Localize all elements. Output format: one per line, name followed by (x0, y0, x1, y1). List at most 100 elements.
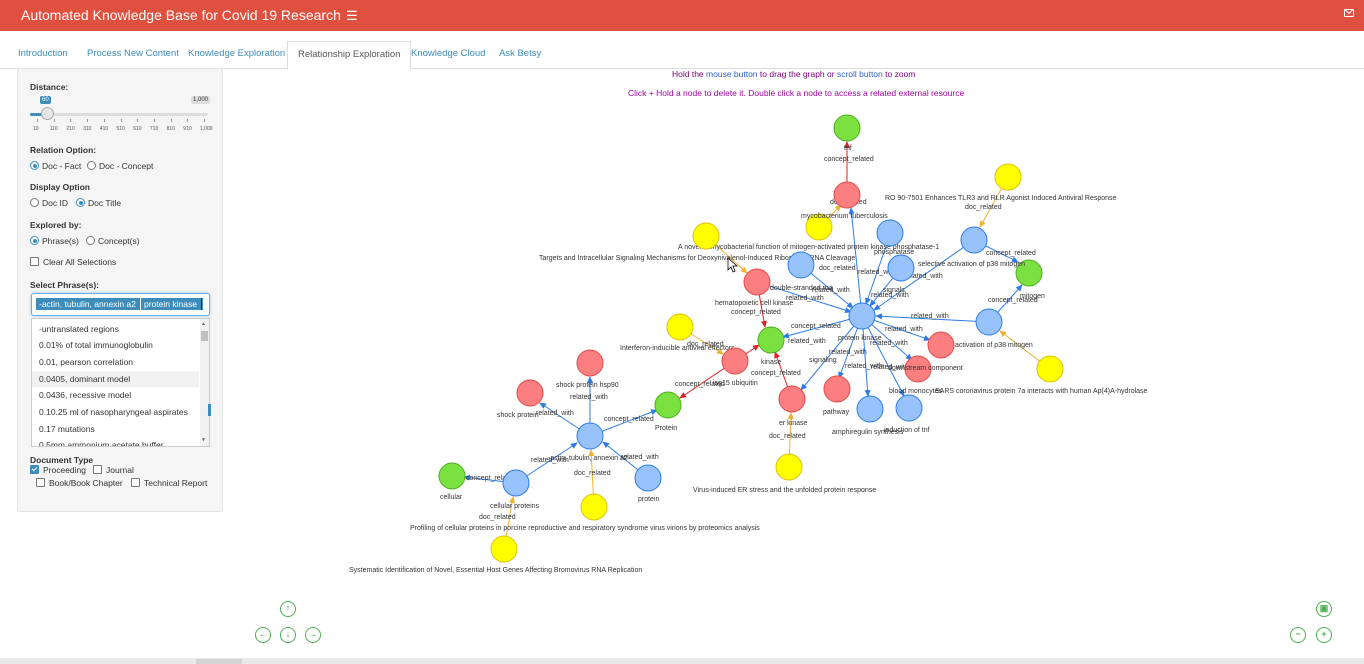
dropdown-option[interactable]: 0.0405, dominant model (32, 371, 199, 387)
dropdown-option[interactable]: 0.01% of total immunoglobulin (39, 340, 153, 350)
graph-nodes[interactable] (438, 114, 1064, 563)
graph-node[interactable] (975, 308, 1003, 336)
graph-node[interactable] (502, 469, 530, 497)
tab-relationship-exploration[interactable]: Relationship Exploration (287, 41, 412, 70)
relationship-graph[interactable]: concept_related doc_related doc_related … (222, 100, 1364, 600)
graph-node[interactable] (654, 391, 682, 419)
tab-knowledge-cloud[interactable]: Knowledge Cloud (411, 48, 486, 59)
radio-concepts[interactable] (86, 236, 95, 245)
envelope-icon[interactable] (1344, 9, 1354, 17)
checkbox-proceeding[interactable] (30, 465, 39, 474)
radio-doc-title-label: Doc Title (88, 198, 122, 208)
graph-node[interactable] (848, 302, 876, 330)
graph-node[interactable] (721, 347, 749, 375)
graph-node[interactable] (576, 422, 604, 450)
node-label: protein (638, 496, 660, 503)
graph-node[interactable] (516, 379, 544, 407)
fit-icon[interactable]: ▣ (1316, 601, 1332, 617)
graph-node[interactable] (775, 453, 803, 481)
radio-doc-fact[interactable] (30, 161, 39, 170)
graph-node[interactable] (895, 394, 923, 422)
arrow-left-icon[interactable]: ← (255, 627, 271, 643)
graph-node[interactable] (743, 268, 771, 296)
dropdown-option[interactable]: -untranslated regions (39, 324, 119, 334)
phrase-select-input[interactable]: -actin, tubulin, annexin a2 protein kina… (31, 293, 210, 316)
graph-node[interactable] (438, 462, 466, 490)
graph-node[interactable] (833, 181, 861, 209)
graph-node[interactable] (927, 331, 955, 359)
edge-label: doc_related (574, 470, 611, 477)
edge-label: concept_related (988, 297, 1038, 304)
phrase-dropdown[interactable]: -untranslated regions 0.01% of total imm… (31, 318, 210, 447)
slider-tick-mark (153, 119, 155, 122)
clear-all-checkbox[interactable] (30, 257, 39, 266)
graph-node[interactable] (823, 375, 851, 403)
distance-slider-handle[interactable] (41, 107, 55, 120)
graph-node[interactable] (757, 326, 785, 354)
graph-node[interactable] (833, 114, 861, 142)
dropdown-option[interactable]: 0.01, pearson correlation (39, 357, 134, 367)
arrow-up-icon[interactable]: ↑ (280, 601, 296, 617)
document-type-label: Document Type (30, 455, 94, 465)
graph-node[interactable] (692, 222, 720, 250)
checkbox-technical-report[interactable] (131, 478, 140, 487)
graph-node[interactable] (490, 535, 518, 563)
checkbox-journal[interactable] (93, 465, 102, 474)
graph-node[interactable] (904, 355, 932, 383)
dropdown-option[interactable]: 0.0436, recessive model (39, 390, 132, 400)
tab-process-new-content[interactable]: Process New Content (87, 48, 179, 59)
graph-node[interactable] (666, 313, 694, 341)
node-label: selective activation of p38 mitogen (918, 261, 1025, 268)
horizontal-scrollbar[interactable] (0, 658, 1364, 664)
scrollbar-thumb[interactable] (201, 331, 208, 341)
dropdown-option[interactable]: 0.5mm ammonium acetate buffer (39, 440, 164, 447)
distance-slider-track[interactable] (30, 113, 208, 116)
top-bar: Automated Knowledge Base for Covid 19 Re… (0, 0, 1364, 31)
graph-node[interactable] (634, 464, 662, 492)
scroll-down-icon[interactable]: ▼ (201, 437, 206, 443)
node-label: signals (883, 287, 905, 294)
distance-label: Distance: (30, 82, 69, 92)
radio-phrases[interactable] (30, 236, 39, 245)
phrase-chip[interactable]: -actin, tubulin, annexin a2 (36, 298, 140, 310)
edge-label: related_with (788, 338, 826, 345)
checkbox-book[interactable] (36, 478, 45, 487)
graph-node[interactable] (960, 226, 988, 254)
dropdown-option[interactable]: 0.17 mutations (39, 424, 95, 434)
radio-doc-title[interactable] (76, 198, 85, 207)
graph-node[interactable] (576, 349, 604, 377)
dropdown-option[interactable]: 0.10.25 ml of nasopharyngeal aspirates (39, 407, 188, 417)
graph-node[interactable] (856, 395, 884, 423)
graph-node[interactable] (1015, 259, 1043, 287)
phrase-chip[interactable]: protein kinase (141, 298, 203, 310)
graph-node[interactable] (805, 213, 833, 241)
zoom-out-icon[interactable]: − (1290, 627, 1306, 643)
graph-node[interactable] (1036, 355, 1064, 383)
graph-node[interactable] (876, 219, 904, 247)
radio-doc-id[interactable] (30, 198, 39, 207)
edges-related-with (463, 207, 1023, 484)
tab-introduction[interactable]: Introduction (18, 48, 68, 59)
graph-node[interactable] (580, 493, 608, 521)
slider-tick-label: 610 (133, 126, 142, 132)
doc-title-labels: RO 90-7501 Enhances TLR3 and RLR Agonist… (349, 195, 1148, 574)
graph-node[interactable] (778, 385, 806, 413)
tab-knowledge-exploration[interactable]: Knowledge Exploration (188, 48, 286, 59)
radio-doc-concept[interactable] (87, 161, 96, 170)
slider-tick-mark (70, 119, 72, 122)
tab-ask-betsy[interactable]: Ask Betsy (499, 48, 542, 59)
graph-node[interactable] (994, 163, 1022, 191)
scroll-up-icon[interactable]: ▲ (201, 321, 206, 327)
arrow-right-icon[interactable]: → (305, 627, 321, 643)
edge-label: concept_related (791, 323, 841, 330)
edge-label: related_with (531, 457, 569, 464)
radio-doc-id-label: Doc ID (42, 198, 68, 208)
zoom-in-icon[interactable]: + (1316, 627, 1332, 643)
graph-node[interactable] (787, 251, 815, 279)
hamburger-icon[interactable]: ☰ (346, 8, 358, 23)
arrow-down-icon[interactable]: ↓ (280, 627, 296, 643)
dropdown-scrollbar[interactable]: ▲ ▼ (200, 319, 209, 446)
horizontal-scrollbar-thumb[interactable] (196, 659, 242, 664)
graph-node[interactable] (887, 254, 915, 282)
graph-edge (756, 281, 852, 314)
